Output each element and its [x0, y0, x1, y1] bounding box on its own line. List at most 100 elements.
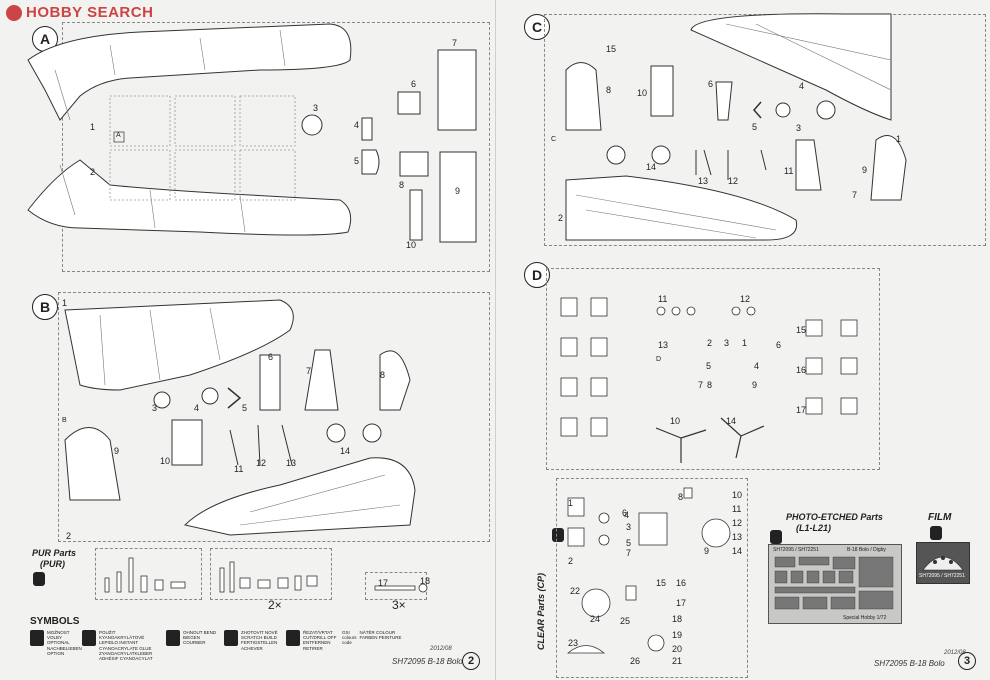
part-number: 1: [896, 134, 902, 144]
part-number: 2: [558, 213, 564, 223]
glue-drop-icon: [552, 528, 564, 542]
part-number: 14: [646, 162, 657, 172]
symbol-glue: POUŽIT KYANOAKRYLÁTOVÉ LEPIDLO INSTANT C…: [82, 630, 160, 661]
multiplier-3x: 3×: [392, 598, 406, 612]
part-number: 2: [66, 531, 72, 541]
photo-etched-subtitle: (L1-L21): [796, 523, 832, 533]
part-number: 20: [672, 644, 683, 654]
part-number: 4: [799, 81, 805, 91]
pe-fret-parts: [774, 556, 894, 610]
part-number: 12: [728, 176, 739, 186]
part-number: 17: [676, 598, 687, 608]
section-c-badge: C: [524, 14, 550, 40]
pe-fret-header-left: SH72095 / SH72251: [773, 547, 819, 553]
instruction-page-left: HOBBY SEARCH A 1 2 3 4 5 6 7 8 9 10 A B: [6, 4, 490, 670]
part-number: 16: [796, 365, 807, 375]
sprue-d-frame: [546, 268, 880, 470]
part-number: 1: [568, 498, 574, 508]
part-number: 22: [570, 586, 581, 596]
part-number: 3: [152, 403, 158, 413]
sprue-marker: C: [551, 136, 557, 143]
part-number: 4: [754, 361, 760, 371]
print-date: 2012/08: [944, 650, 966, 656]
footer-code: SH72095 B-18 Bolo: [874, 659, 945, 668]
sprue-marker: B: [62, 417, 67, 424]
part-number: 8: [606, 85, 612, 95]
part-number: 13: [658, 340, 669, 350]
part-number: 10: [637, 88, 648, 98]
film-code: SH72095 / SH72251: [919, 573, 965, 579]
part-number: 2: [568, 556, 574, 566]
part-number: 9: [455, 186, 461, 196]
part-number: 6: [776, 340, 782, 350]
part-number: 5: [752, 122, 758, 132]
part-number: 12: [740, 294, 751, 304]
glue-drop-icon: [770, 530, 782, 544]
part-number: 10: [406, 240, 417, 250]
part-number: 1: [62, 298, 68, 308]
part-number: 13: [286, 458, 297, 468]
part-number: 7: [698, 380, 704, 390]
watermark-text: HOBBY SEARCH: [26, 4, 154, 21]
part-number: 8: [707, 380, 713, 390]
sprue-d-drawing: [560, 297, 858, 463]
pe-fret-header-right: B-18 Bolo / Digby: [847, 547, 886, 553]
cut-drill-icon: [286, 630, 300, 646]
sprue-b-drawing: [64, 299, 416, 536]
part-number: 15: [656, 578, 667, 588]
part-number: 9: [114, 446, 120, 456]
section-b-badge: B: [32, 294, 58, 320]
watermark: HOBBY SEARCH: [6, 4, 153, 21]
part-number: 10: [670, 416, 681, 426]
part-number: 11: [234, 464, 244, 474]
part-number: 4: [354, 120, 360, 130]
part-number: 13: [698, 176, 709, 186]
part-number: 25: [620, 616, 631, 626]
clear-parts-caption: CLEAR Parts (CP): [536, 572, 546, 650]
part-number: 11: [732, 504, 742, 514]
colours-code-label: GSI colours code: [342, 630, 357, 646]
part-number: 11: [784, 166, 794, 176]
part-number: 4: [624, 510, 630, 520]
page-number: 2: [462, 652, 480, 670]
part-number: 24: [590, 614, 601, 624]
sprue-c-drawing: [565, 13, 907, 241]
sprue-a-drawing: [27, 23, 477, 243]
part-number: 7: [306, 366, 312, 376]
part-number: 21: [672, 656, 683, 666]
part-number: 6: [411, 79, 417, 89]
pe-fret-footer: Special Hobby 1/72: [843, 615, 887, 621]
symbol-scratch-build: ZHOTOVIT NOVÉ SCRATCH BUILD FERTIGSTELLE…: [224, 630, 280, 651]
part-number: 6: [622, 508, 628, 518]
symbol-cut-drill: ŘEZAT/VRTAT CUT/DRILL OFF ENTFERNEN RETI…: [286, 630, 338, 651]
part-number: 14: [732, 546, 743, 556]
page-number: 3: [958, 652, 976, 670]
bend-icon: [166, 630, 180, 646]
part-number: 17: [796, 405, 807, 415]
part-number: 13: [732, 532, 743, 542]
symbols-title: SYMBOLS: [30, 616, 80, 627]
part-number: 6: [708, 79, 714, 89]
part-number: 5: [354, 156, 360, 166]
optional-icon: [30, 630, 44, 646]
part-number: 1: [742, 338, 748, 348]
clear-parts-drawing: [566, 487, 731, 654]
part-number: 10: [160, 456, 171, 466]
film-title: FILM: [928, 512, 952, 523]
symbol-optional: MOŽNOST VOLBY OPTIONAL NACHBELIEBEN OPTI…: [30, 630, 82, 656]
pur-frame-2: [210, 548, 332, 600]
part-number: 19: [672, 630, 683, 640]
part-number: 2: [707, 338, 713, 348]
part-number: 23: [568, 638, 579, 648]
part-number: 15: [796, 325, 807, 335]
sprue-marker: A: [116, 132, 121, 139]
part-number: 9: [704, 546, 710, 556]
section-d-badge: D: [524, 262, 550, 288]
hobby-search-logo-icon: [6, 4, 22, 21]
part-number: 8: [399, 180, 405, 190]
film-sheet: SH72095 / SH72251: [916, 542, 970, 584]
part-number: 9: [862, 165, 868, 175]
footer-code: SH72095 B-18 Bolo: [392, 657, 463, 666]
glue-drop-icon: [33, 572, 45, 586]
part-number: 12: [256, 458, 267, 468]
